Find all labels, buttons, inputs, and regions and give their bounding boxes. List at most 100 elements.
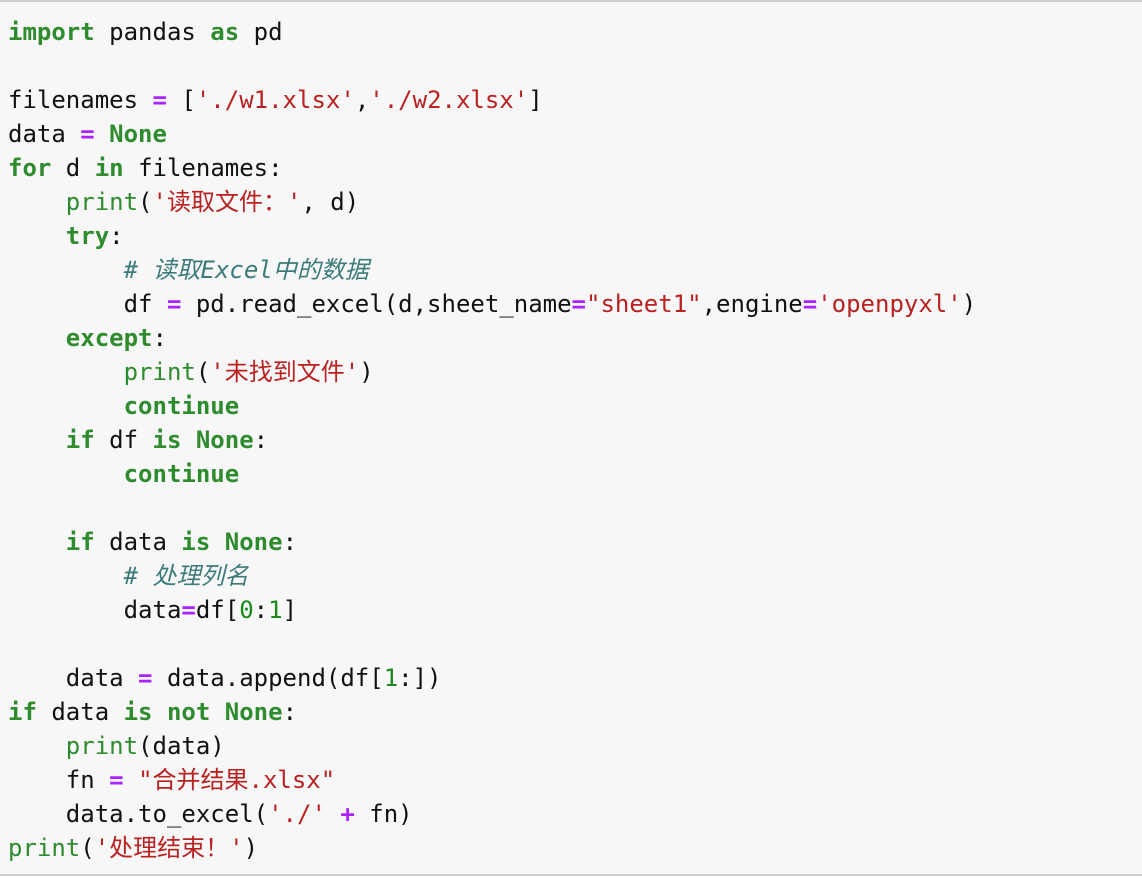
code-token: df[ [195, 596, 240, 624]
code-line: data = data.append(df[1:]) [8, 661, 976, 695]
code-token: try [65, 222, 110, 250]
code-token [8, 222, 66, 250]
code-token [8, 358, 124, 386]
code-token: pandas [94, 18, 211, 46]
code-token: continue [123, 392, 240, 420]
code-token: : [253, 426, 269, 454]
code-token [8, 460, 124, 488]
code-token [210, 698, 224, 726]
code-token: is [152, 426, 182, 454]
code-line: continue [8, 389, 976, 423]
code-token: fn) [354, 800, 413, 828]
code-line: if df is None: [8, 423, 976, 457]
code-token: data [36, 698, 124, 726]
code-token: 1 [383, 664, 399, 692]
code-token: None [224, 528, 283, 556]
code-line: data.to_excel('./' + fn) [8, 797, 976, 831]
code-token: = [181, 596, 196, 624]
code-token [210, 528, 224, 556]
code-token: ( [138, 188, 153, 216]
code-token: :]) [398, 664, 442, 692]
code-token: = [138, 664, 153, 692]
code-token: : [152, 324, 167, 352]
code-token: print [65, 732, 139, 760]
code-line [8, 491, 976, 525]
code-token: , d) [301, 188, 360, 216]
code-token: if [8, 698, 37, 726]
code-token: : [282, 698, 298, 726]
code-line: # 处理列名 [8, 559, 976, 593]
code-token: = [80, 120, 95, 148]
code-line: except: [8, 321, 976, 355]
code-line: try: [8, 219, 976, 253]
code-token [8, 188, 66, 216]
code-token [95, 120, 109, 148]
code-line: filenames = ['./w1.xlsx','./w2.xlsx'] [8, 83, 976, 117]
code-token: , [354, 86, 370, 114]
code-token [8, 426, 66, 454]
code-token: ( [195, 358, 211, 386]
code-token: pd.read_excel(d,sheet_name [181, 290, 572, 318]
code-token: filenames: [123, 154, 283, 182]
code-token: = [152, 86, 167, 114]
code-token: "合并结果.xlsx" [138, 766, 336, 794]
code-token: is [123, 698, 153, 726]
code-token: in [94, 154, 124, 182]
code-token: : [253, 596, 269, 624]
code-token: (data) [138, 732, 225, 760]
code-token: if [65, 426, 95, 454]
code-token: # 处理列名 [123, 562, 249, 590]
code-token: print [123, 358, 196, 386]
code-token: d [51, 154, 95, 182]
code-token: if [65, 528, 95, 556]
code-token: [ [166, 86, 196, 114]
code-token: # 读取Excel中的数据 [123, 256, 369, 284]
code-token: pd [239, 18, 283, 46]
code-token: './w1.xlsx' [195, 86, 355, 114]
code-token: '未找到文件' [210, 358, 360, 386]
code-token [181, 426, 195, 454]
code-token: data [8, 120, 81, 148]
code-token [124, 766, 138, 794]
code-token: "sheet1" [586, 290, 702, 318]
code-line: for d in filenames: [8, 151, 976, 185]
code-token: for [8, 154, 52, 182]
code-token: ) [243, 834, 259, 862]
code-token: ] [528, 86, 543, 114]
code-token [8, 324, 66, 352]
code-token [8, 528, 66, 556]
code-line: if data is not None: [8, 695, 976, 729]
code-line: import pandas as pd [8, 15, 976, 49]
code-token: df [8, 290, 167, 318]
code-token: except [65, 324, 153, 352]
code-token: ( [80, 834, 95, 862]
code-token: df [94, 426, 153, 454]
code-token: print [65, 188, 139, 216]
code-token: './w2.xlsx' [369, 86, 529, 114]
code-token: as [210, 18, 240, 46]
code-token: '处理结束！' [94, 834, 244, 862]
code-token: data [94, 528, 182, 556]
code-line: if data is None: [8, 525, 976, 559]
code-token: print [8, 834, 81, 862]
code-token: : [282, 528, 298, 556]
code-token: '读取文件：' [152, 188, 302, 216]
code-token [8, 562, 124, 590]
code-token: None [224, 698, 283, 726]
code-token [326, 800, 340, 828]
code-line: print('处理结束！') [8, 831, 976, 865]
code-token: is [181, 528, 211, 556]
code-token: = [571, 290, 586, 318]
code-token: = [166, 290, 182, 318]
code-line [8, 627, 976, 661]
code-token: data.to_excel( [8, 800, 269, 828]
code-token: 'openpyxl' [817, 290, 962, 318]
code-token: ,engine [701, 290, 803, 318]
code-token: filenames [8, 86, 153, 114]
code-line: data=df[0:1] [8, 593, 976, 627]
code-line: print('未找到文件') [8, 355, 976, 389]
code-token: None [109, 120, 167, 148]
code-token: : [109, 222, 124, 250]
code-token: data.append(df[ [152, 664, 384, 692]
code-token: 0 [239, 596, 254, 624]
